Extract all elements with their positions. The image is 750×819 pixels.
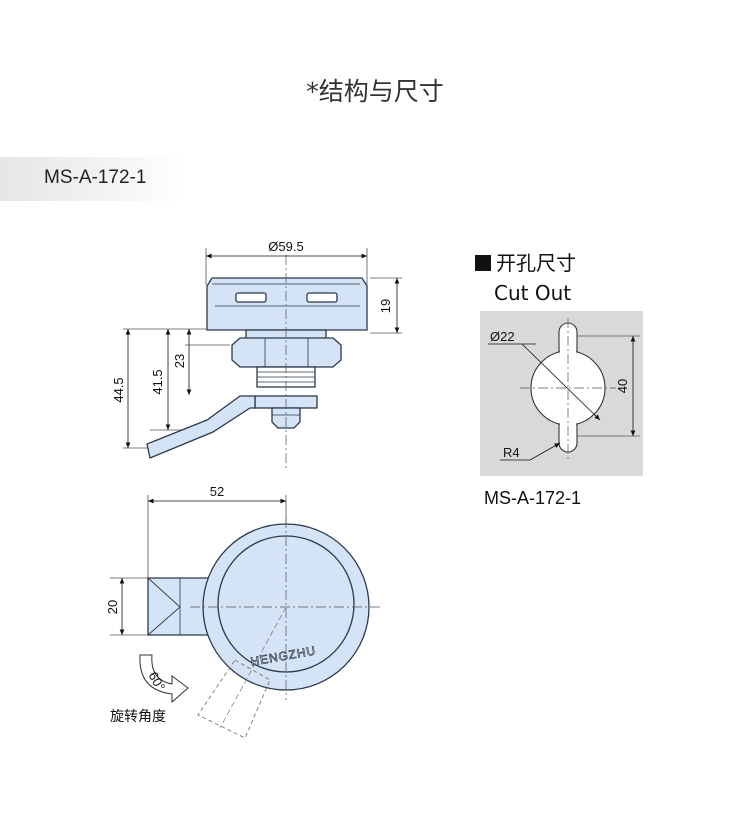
cutout-diagram xyxy=(480,311,643,476)
rotation-label: 旋转角度 xyxy=(110,709,166,725)
model-tab: MS-A-172-1 xyxy=(0,157,185,201)
side-cap-height-label: 19 xyxy=(378,299,393,313)
top-arm-label: 20 xyxy=(105,600,120,614)
cutout-model-label: MS-A-172-1 xyxy=(484,488,582,508)
top-view xyxy=(110,495,380,739)
side-diameter-label: Ø59.5 xyxy=(268,239,303,254)
cutout-heading: 开孔尺寸 xyxy=(475,247,576,276)
side-dim-c-label: 23 xyxy=(172,354,187,368)
square-bullet-icon xyxy=(475,255,491,271)
model-tab-label: MS-A-172-1 xyxy=(44,167,147,188)
cutout-subheading: Cut Out xyxy=(494,281,572,305)
cutout-height-label: 40 xyxy=(615,379,630,393)
cutout-diameter-label: Ø22 xyxy=(490,329,515,344)
cutout-radius-label: R4 xyxy=(503,445,520,460)
side-dim-a-label: 44.5 xyxy=(111,377,126,402)
top-width-label: 52 xyxy=(210,484,224,499)
page-title: *结构与尺寸 xyxy=(306,77,444,106)
cutout-heading-text: 开孔尺寸 xyxy=(496,251,576,275)
side-dim-b-label: 41.5 xyxy=(150,369,165,394)
side-view xyxy=(123,248,402,470)
